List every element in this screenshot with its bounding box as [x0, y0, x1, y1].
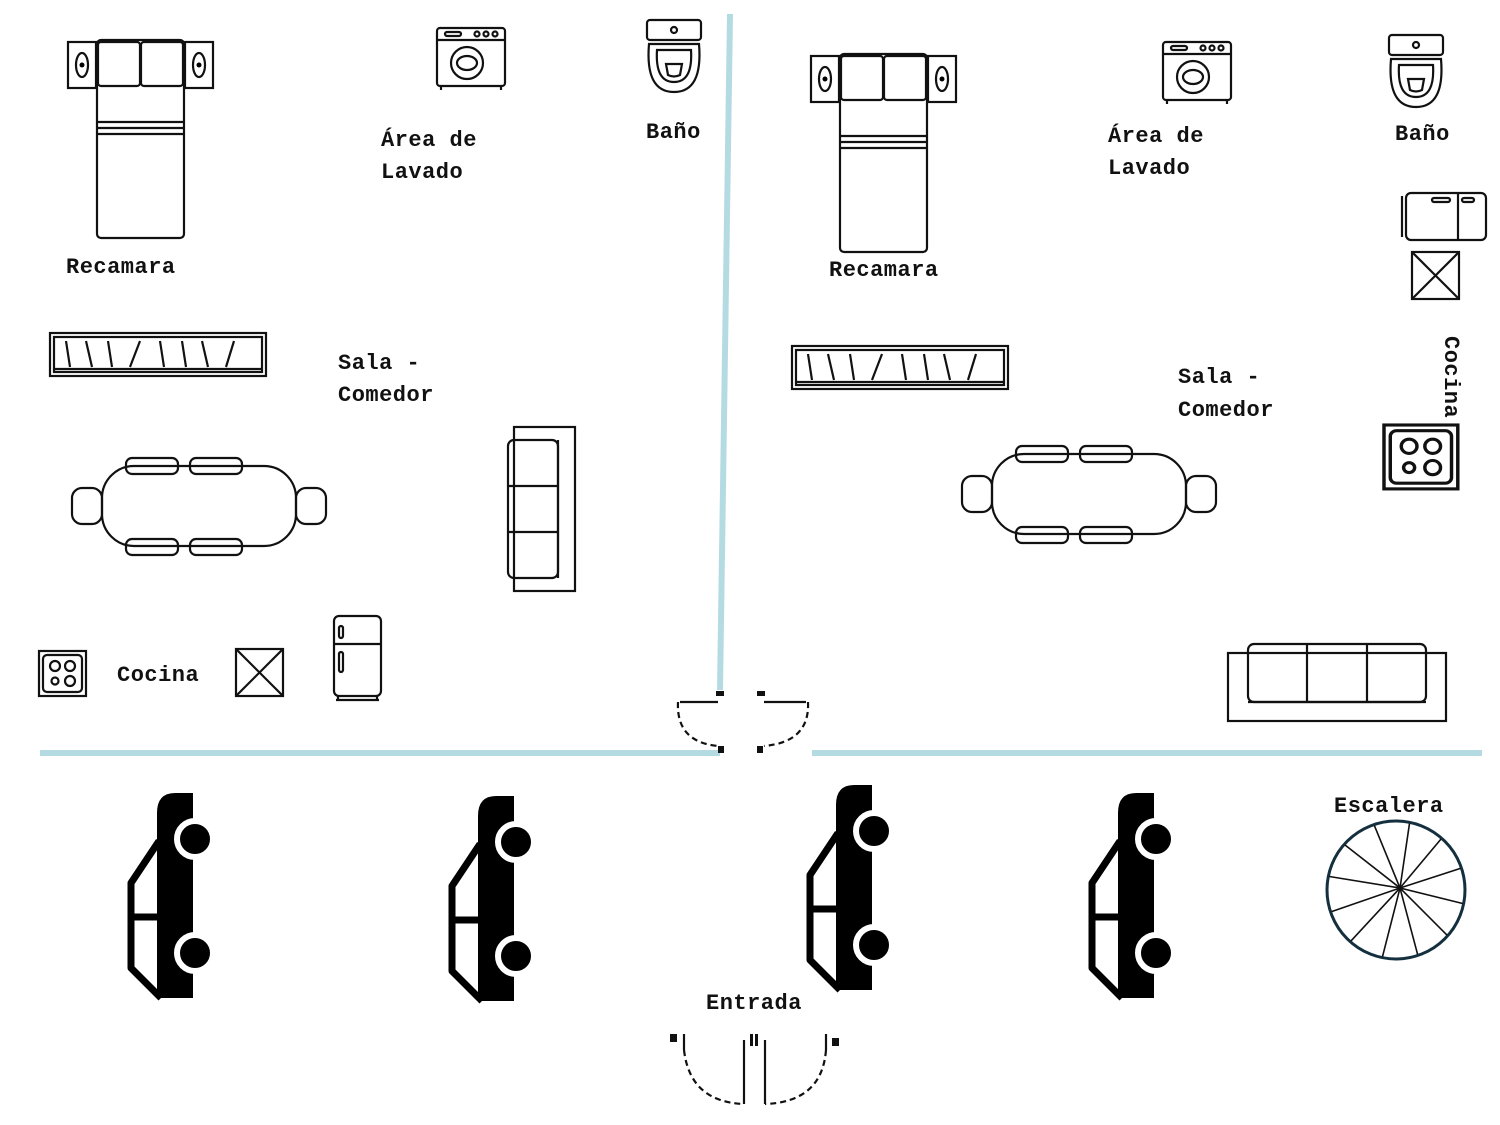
room-label-bedroom: Recamara: [66, 255, 176, 280]
stove-icon: [37, 649, 88, 698]
walls: [40, 13, 1482, 756]
stairs-label: Escalera: [1334, 794, 1444, 819]
stair-step: [1399, 823, 1411, 889]
stove-icon: [1382, 423, 1460, 491]
unit-doors[interactable]: [676, 691, 810, 753]
room-label-laundry-2: Lavado: [381, 160, 464, 185]
stair-step: [1399, 867, 1461, 889]
washer-icon: [435, 26, 507, 92]
stair-step: [1399, 838, 1442, 889]
window-icon: [790, 344, 1010, 391]
room-label-living-2: Comedor: [1178, 398, 1274, 423]
room-label-laundry-1: Área de: [381, 128, 477, 153]
room-label-living-1: Sala -: [338, 351, 421, 376]
stair-step: [1399, 887, 1419, 955]
stair-step: [1331, 887, 1401, 913]
sink-icon: [234, 647, 285, 698]
car-icon: [452, 796, 534, 1001]
room-label-bathroom: Baño: [1395, 122, 1450, 147]
entrance-door[interactable]: [670, 1034, 839, 1106]
dining-table-icon: [960, 444, 1218, 545]
entrance-label: Entrada: [706, 991, 802, 1016]
room-label-bedroom: Recamara: [829, 258, 939, 283]
room-label-kitchen: Cocina: [1438, 336, 1463, 419]
room-label-living-2: Comedor: [338, 383, 434, 408]
washer-icon: [1161, 40, 1233, 106]
room-label-living-1: Sala -: [1178, 365, 1261, 390]
room-label-laundry-1: Área de: [1108, 124, 1204, 149]
stair-step: [1344, 844, 1401, 889]
fridge-icon: [332, 614, 383, 702]
bed-icon: [809, 52, 958, 254]
dining-table-icon: [70, 456, 328, 557]
stair-step: [1399, 887, 1448, 936]
sofa-icon: [1226, 642, 1448, 723]
bed-icon: [66, 38, 215, 240]
fridge-icon: [1400, 191, 1488, 242]
room-label-laundry-2: Lavado: [1108, 156, 1191, 181]
stair-step: [1329, 875, 1401, 889]
sink-icon: [1410, 250, 1461, 301]
toilet-icon: [645, 18, 703, 94]
car-icon: [810, 785, 892, 990]
stair-step: [1373, 825, 1401, 889]
stair-step: [1381, 887, 1401, 957]
spiral-stairs-icon: [1325, 819, 1467, 961]
room-label-bathroom: Baño: [646, 120, 701, 145]
stair-step: [1350, 887, 1401, 942]
window-icon: [48, 331, 268, 378]
stair-step: [1399, 887, 1463, 905]
toilet-icon: [1387, 33, 1445, 109]
room-label-kitchen: Cocina: [117, 663, 200, 688]
car-icon: [1092, 793, 1174, 998]
sofa-icon: [506, 425, 577, 593]
car-icon: [131, 793, 213, 998]
